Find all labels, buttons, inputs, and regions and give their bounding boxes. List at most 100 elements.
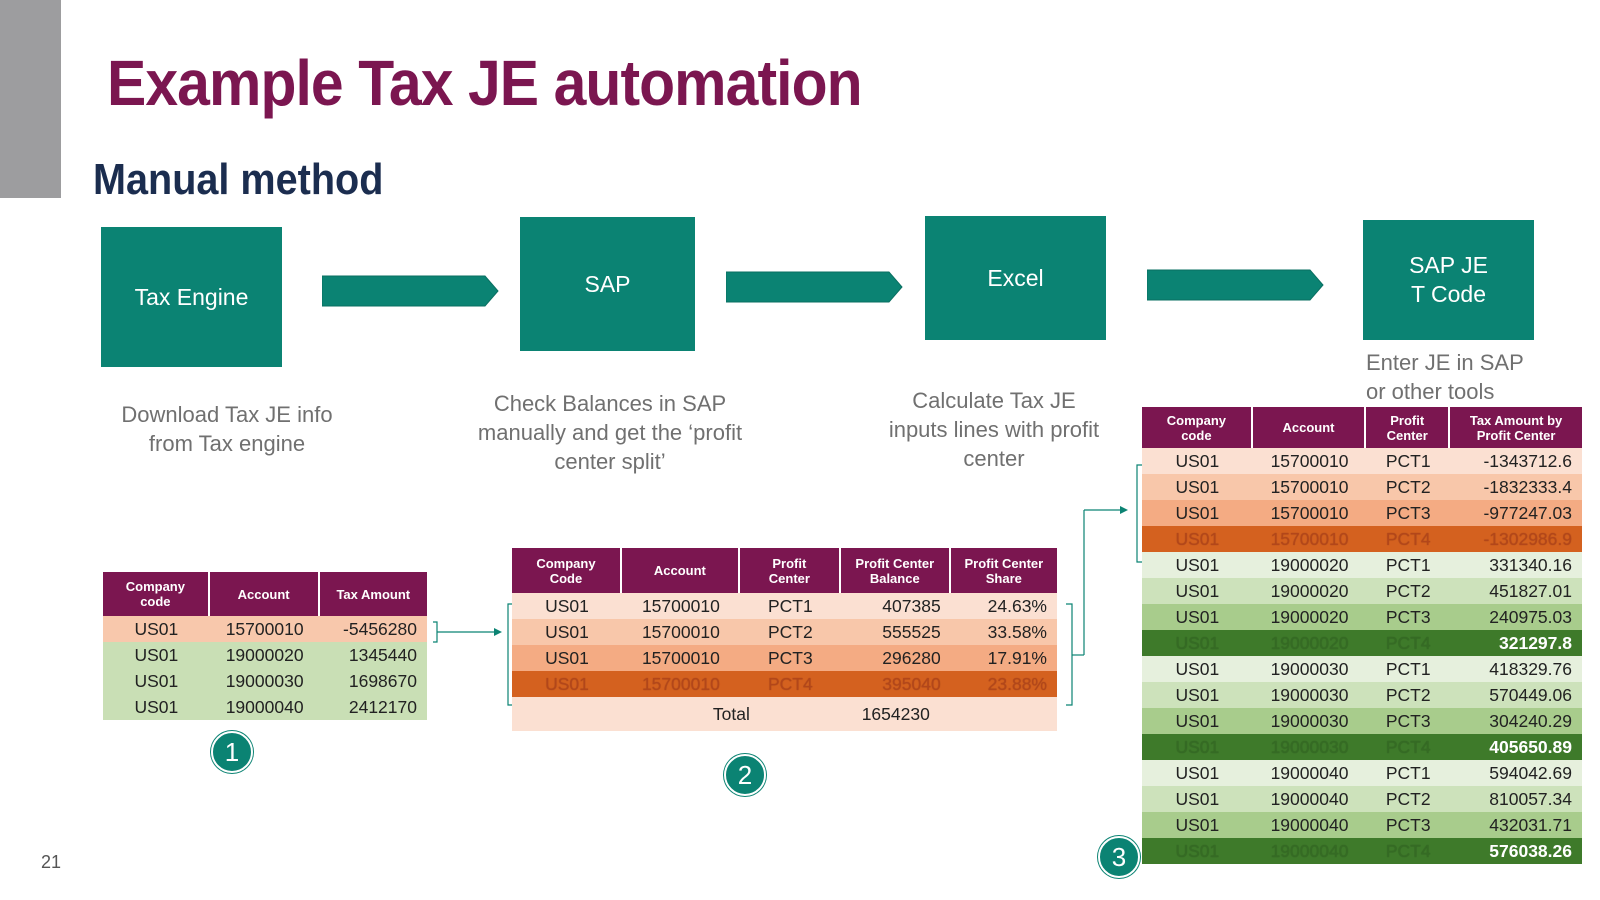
table-cell: US01: [1175, 580, 1220, 601]
table-cell: 304240.29: [1489, 710, 1572, 731]
table-cell: 19000020: [1270, 632, 1349, 653]
table-cell: 17.91%: [987, 647, 1047, 668]
table-cell: 15700010: [641, 621, 720, 642]
table-cell: PCT2: [1385, 580, 1431, 601]
sap-box: SAP: [520, 217, 695, 351]
table-cell: 19000030: [1270, 684, 1349, 705]
table-cell: 15700010: [1270, 528, 1349, 549]
step-2-description: Check Balances in SAP manually and get t…: [477, 391, 743, 474]
column-header: Tax Amount by Profit Center: [1450, 407, 1582, 448]
column-header: Profit Center Share: [950, 548, 1057, 593]
column-header: Company code: [1142, 407, 1253, 448]
table-cell: 395040: [882, 673, 941, 694]
table-cell: PCT4: [1385, 736, 1431, 757]
table-cell: 15700010: [641, 647, 720, 668]
table-cell: 321297.8: [1499, 632, 1572, 653]
flow-arrow-right-icon: [726, 271, 903, 303]
table-cell: 19000040: [1270, 814, 1349, 835]
table-cell: PCT2: [768, 621, 813, 642]
table-cell: 240975.03: [1489, 606, 1572, 627]
total-value: 1654230: [861, 703, 930, 724]
step-badge-3: 3: [1098, 836, 1140, 878]
table-cell: 570449.06: [1489, 684, 1572, 705]
column-header: Profit Center: [739, 548, 841, 593]
accent-bar: [0, 0, 61, 198]
table-cell: 15700010: [1270, 476, 1349, 497]
table-cell: PCT2: [1385, 788, 1431, 809]
table-cell: 810057.34: [1489, 788, 1572, 809]
table-cell: PCT3: [1385, 606, 1431, 627]
tax-engine-box: Tax Engine: [101, 227, 282, 367]
column-header: Account: [1252, 407, 1367, 448]
table-cell: US01: [1175, 788, 1220, 809]
table-cell: PCT3: [768, 647, 813, 668]
table-cell: PCT3: [1385, 502, 1431, 523]
table-cell: US01: [545, 647, 589, 668]
table-cell: 405650.89: [1489, 736, 1572, 757]
table-cell: PCT2: [1385, 476, 1431, 497]
column-header: Account: [209, 572, 320, 616]
excel-box: Excel: [925, 216, 1106, 340]
table-cell: US01: [1175, 840, 1220, 861]
table-cell: US01: [545, 595, 589, 616]
table-cell: 15700010: [641, 673, 720, 694]
column-header: Profit Center Balance: [840, 548, 951, 593]
table-cell: 331340.16: [1489, 554, 1572, 575]
step-badge-2: 2: [724, 754, 766, 796]
table-cell: PCT2: [1385, 684, 1431, 705]
total-label: Total: [712, 703, 750, 724]
table-cell: PCT3: [1385, 814, 1431, 835]
sap-je-tcode-box: SAP JE T Code: [1363, 220, 1534, 340]
table-cell: US01: [1175, 554, 1220, 575]
table-cell: 451827.01: [1489, 580, 1572, 601]
flow-arrow-right-icon: [322, 275, 499, 307]
table-cell: PCT1: [768, 595, 813, 616]
table-cell: PCT1: [1385, 554, 1431, 575]
table-cell: PCT4: [1385, 840, 1431, 861]
step-4-description: Enter JE in SAP or other tools: [1366, 350, 1524, 404]
table-cell: 19000030: [225, 670, 304, 691]
total-row: Total 1654230: [512, 697, 1057, 731]
table-cell: 2412170: [348, 696, 417, 717]
table-cell: 19000040: [225, 696, 304, 717]
table-cell: PCT4: [1385, 528, 1431, 549]
step-1-description: Download Tax JE info from Tax engine: [121, 402, 333, 456]
table-cell: 33.58%: [987, 621, 1047, 642]
table-cell: 418329.76: [1489, 658, 1572, 679]
table-cell: PCT3: [1385, 710, 1431, 731]
table-cell: 15700010: [1270, 502, 1349, 523]
table-cell: US01: [134, 644, 179, 665]
table-row: US01 19000040 PCT2 810057.34: [1142, 786, 1582, 812]
table-cell: US01: [1175, 684, 1220, 705]
table-cell: US01: [545, 621, 589, 642]
table-cell: 19000020: [1270, 554, 1349, 575]
table-cell: 19000040: [1270, 762, 1349, 783]
table-cell: 1345440: [348, 644, 417, 665]
table-cell: US01: [545, 673, 589, 694]
table-cell: 19000020: [1270, 580, 1349, 601]
table-cell: 19000040: [1270, 840, 1349, 861]
table-cell: 19000040: [1270, 788, 1349, 809]
column-header: Profit Center: [1366, 407, 1451, 448]
table-row: US01 19000020 PCT1 331340.16: [1142, 552, 1582, 578]
table-cell: 594042.69: [1489, 762, 1572, 783]
slide-subtitle: Manual method: [93, 155, 384, 204]
step-3-description: Calculate Tax JE inputs lines with profi…: [888, 388, 1100, 471]
table-cell: 15700010: [641, 595, 720, 616]
table-cell: 432031.71: [1489, 814, 1572, 835]
